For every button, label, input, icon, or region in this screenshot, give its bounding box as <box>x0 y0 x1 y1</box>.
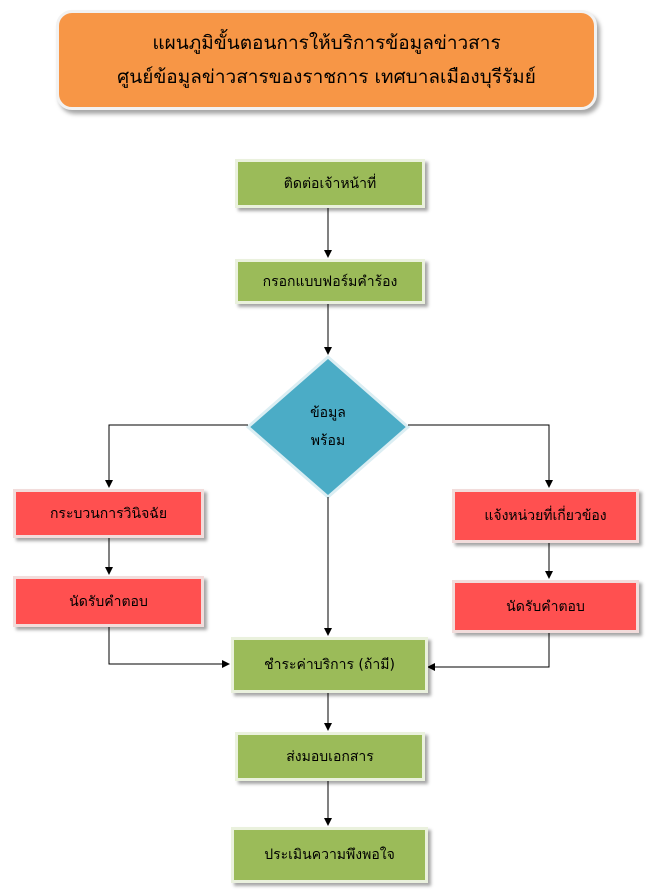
step-left-appointment: นัดรับคำตอบ <box>13 576 204 627</box>
step-payment-label: ชำระค่าบริการ (ถ้ามี) <box>264 657 395 673</box>
arrow-right-appointment-to-payment <box>427 633 550 671</box>
step-left-appointment-label: นัดรับคำตอบ <box>69 593 148 610</box>
step-deliver-documents: ส่งมอบเอกสาร <box>235 732 425 781</box>
decision-label-line-2: พร้อม <box>310 433 346 449</box>
step-fill-form-label: กรอกแบบฟอร์มคำร้อง <box>262 273 398 290</box>
step-notify-units-label: แจ้งหน่วยที่เกี่ยวข้อง <box>484 508 607 524</box>
title-line-2: ศูนย์ข้อมูลข่าวสารของราชการ เทศบาลเมืองบ… <box>117 66 536 88</box>
arrow-decision-to-left-process <box>105 424 248 488</box>
step-notify-units: แจ้งหน่วยที่เกี่ยวข้อง <box>452 489 639 543</box>
step-evaluate-satisfaction-label: ประเมินความพึงพอใจ <box>264 847 395 863</box>
decision-label-line-1: ข้อมูล <box>310 405 346 421</box>
step-contact-staff-label: ติดต่อเจ้าหน้าที่ <box>283 175 377 192</box>
step-fill-form: กรอกแบบฟอร์มคำร้อง <box>235 259 425 304</box>
step-deliver-documents-label: ส่งมอบเอกสาร <box>286 748 374 765</box>
title-line-1: แผนภูมิขั้นตอนการให้บริการข้อมูลข่าวสาร <box>152 32 501 54</box>
step-right-appointment-label: นัดรับคำตอบ <box>506 598 585 615</box>
step-evaluate-satisfaction: ประเมินความพึงพอใจ <box>231 827 428 883</box>
step-payment: ชำระค่าบริการ (ถ้ามี) <box>231 637 428 693</box>
decision-label: ข้อมูล พร้อม <box>280 392 376 462</box>
step-right-appointment: นัดรับคำตอบ <box>452 580 639 633</box>
flowchart-title: แผนภูมิขั้นตอนการให้บริการข้อมูลข่าวสาร … <box>56 10 597 110</box>
arrow-left-appointment-to-payment <box>108 627 230 668</box>
arrow-decision-to-right-notify <box>408 424 553 488</box>
step-diagnosis-process: กระบวนการวินิจฉัย <box>13 489 204 538</box>
step-diagnosis-process-label: กระบวนการวินิจฉัย <box>49 505 168 522</box>
step-contact-staff: ติดต่อเจ้าหน้าที่ <box>235 159 425 208</box>
